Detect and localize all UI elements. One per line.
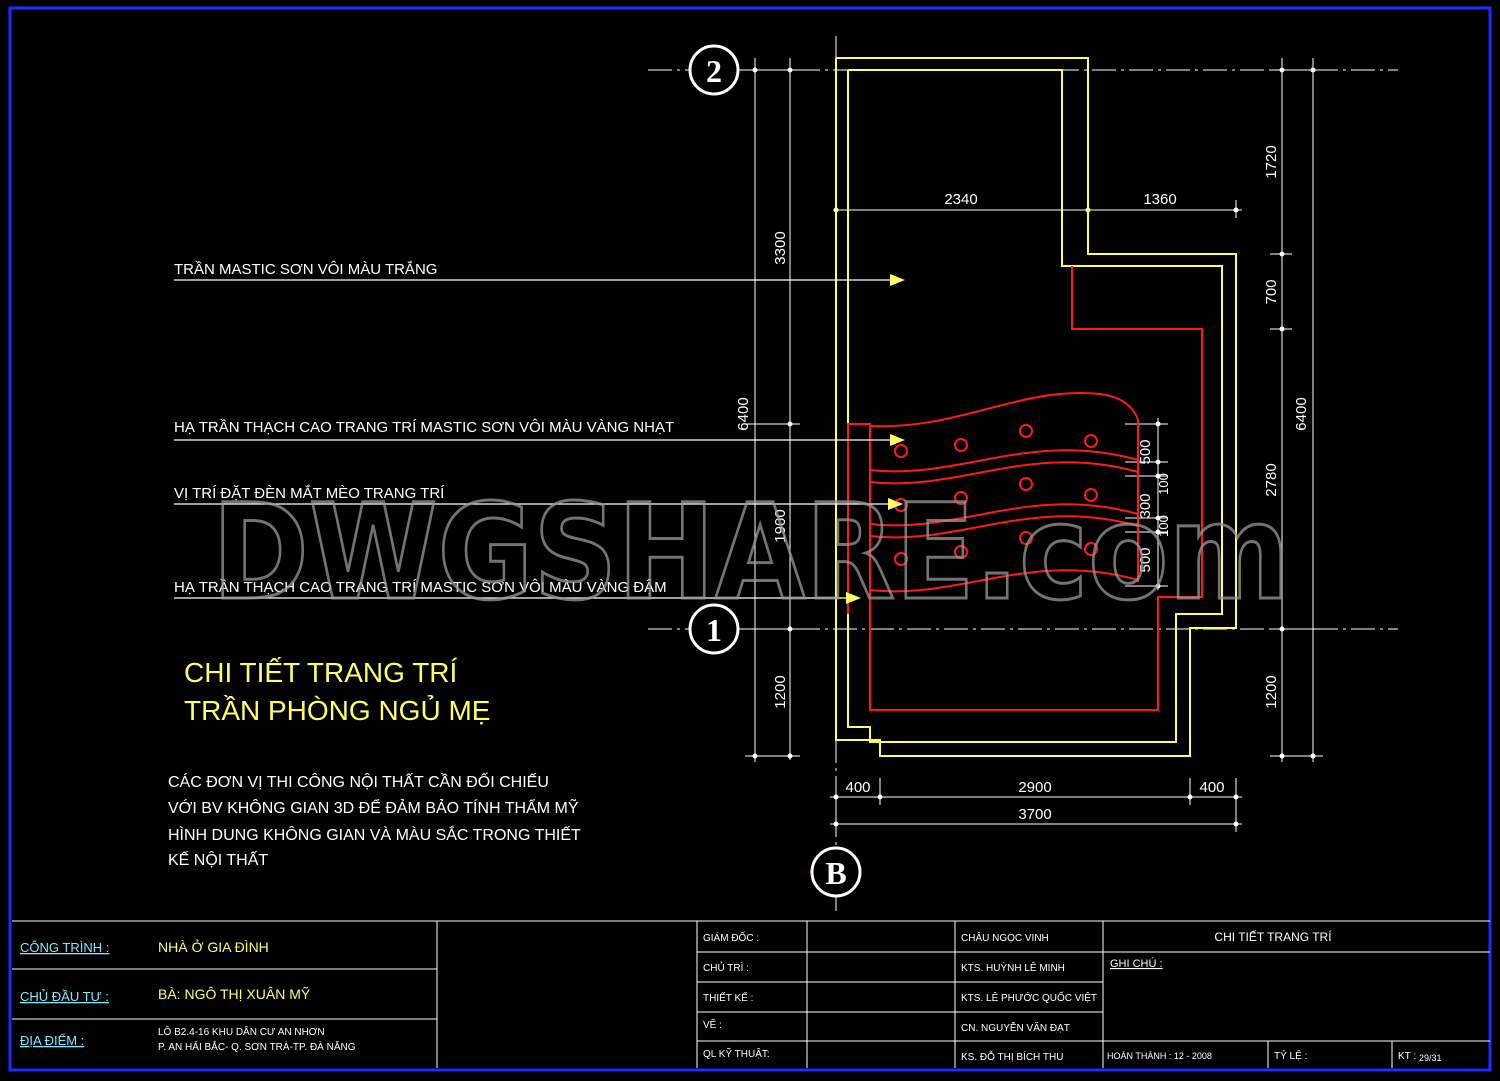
name-chu-tri: KTS. HUỲNH LÊ MINH — [961, 961, 1065, 974]
room-outline-inner — [847, 69, 1223, 743]
downlight-icon — [954, 491, 968, 505]
svg-text:B: B — [825, 855, 846, 891]
note-light-yellow-ceiling: HẠ TRẦN THẠCH CAO TRANG TRÍ MASTIC SƠN V… — [174, 419, 674, 436]
label-kt: KT : — [1398, 1051, 1416, 1062]
dim-400-left: 400 — [845, 779, 870, 796]
role-giam-doc: GIÁM ĐỐC : — [703, 930, 759, 944]
watermark: DWGSHARE.com — [212, 476, 1290, 630]
ceiling-drop-outline — [847, 266, 1203, 711]
label-dia-diem: ĐỊA ĐIỂM : — [20, 1033, 84, 1048]
dim-1200-left: 1200 — [772, 675, 789, 708]
wave-line-6 — [869, 569, 1139, 593]
name-ve: CN. NGUYỄN VĂN ĐẠT — [961, 1021, 1070, 1034]
dim-1200-right: 1200 — [1263, 675, 1280, 708]
label-hoan-thanh: HOÀN THÀNH : 12 - 2008 — [1107, 1051, 1212, 1061]
downlight-icon — [1019, 424, 1033, 438]
value-dia-diem-line-1: LÔ B2.4-16 KHU DÂN CƯ AN NHƠN — [158, 1025, 325, 1038]
dim-2780: 2780 — [1263, 463, 1280, 496]
label-ghi-chu: GHI CHÚ : — [1110, 957, 1163, 970]
ceiling-plan: 2 1 B 2340 1360 400 2900 400 3700 3300 6… — [174, 36, 1398, 912]
wave-line-2 — [869, 449, 1139, 473]
dim-2340: 2340 — [944, 191, 977, 208]
remark-line-1: CÁC ĐƠN VỊ THI CÔNG NỘI THẤT CẦN ĐỐI CHI… — [168, 771, 549, 791]
dim-1720: 1720 — [1263, 145, 1280, 178]
wave-line-4 — [869, 503, 1139, 527]
note-downlight-position: VỊ TRÍ ĐẶT ĐÈN MẮT MÈO TRANG TRÍ — [174, 484, 445, 502]
note-dark-yellow-ceiling: HẠ TRẦN THẠCH CAO TRANG TRÍ MASTIC SƠN V… — [174, 579, 667, 596]
downlight-icon — [1084, 434, 1098, 448]
title-block — [12, 920, 1490, 1068]
dim-500-bottom: 500 — [1137, 547, 1154, 572]
downlight-icon — [954, 438, 968, 452]
dim-6400-right: 6400 — [1293, 397, 1310, 430]
leader-arrow-icon — [890, 274, 905, 286]
dim-700: 700 — [1263, 279, 1280, 304]
downlight-icon — [1019, 477, 1033, 491]
label-ty-le: TỶ LỆ : — [1274, 1049, 1307, 1062]
dim-100-bottom: 100 — [1156, 515, 1171, 537]
dim-3300: 3300 — [772, 231, 789, 264]
name-giam-doc: CHÂU NGỌC VINH — [961, 931, 1049, 944]
axis-bubble-b: B — [810, 846, 862, 898]
downlight-icon — [894, 444, 908, 458]
drawing-title-line-1: CHI TIẾT TRANG TRÍ — [184, 657, 458, 688]
role-chu-tri: CHỦ TRÌ : — [703, 961, 749, 974]
dim-400-right: 400 — [1199, 779, 1224, 796]
wave-line-3 — [869, 461, 1139, 485]
downlight-icon — [894, 552, 908, 566]
wave-line-5 — [869, 515, 1139, 539]
value-kt: 29/31 — [1419, 1053, 1442, 1063]
leader-arrow-icon — [846, 592, 861, 604]
remark-line-3: HÌNH DUNG KHÔNG GIAN VÀ MÀU SẮC TRONG TH… — [168, 825, 581, 844]
downlights — [894, 424, 1098, 566]
downlight-icon — [954, 545, 968, 559]
label-chu-dau-tu: CHỦ ĐẦU TƯ : — [20, 989, 109, 1004]
sheet-drawing-title: CHI TIẾT TRANG TRÍ — [1214, 929, 1332, 944]
downlight-icon — [1084, 542, 1098, 556]
sheet-border — [8, 6, 1492, 1072]
note-white-ceiling: TRẦN MASTIC SƠN VÔI MÀU TRẮNG — [174, 260, 437, 278]
value-chu-dau-tu: BÀ: NGÔ THỊ XUÂN MỸ — [158, 986, 311, 1002]
leader-arrow-icon — [888, 498, 903, 510]
svg-text:2: 2 — [706, 53, 722, 89]
dim-100-top: 100 — [1156, 473, 1171, 495]
leader-arrow-icon — [890, 434, 905, 446]
downlight-icon — [1019, 531, 1033, 545]
value-cong-trinh: NHÀ Ở GIA ĐÌNH — [158, 938, 269, 955]
drawing-title-line-2: TRẦN PHÒNG NGỦ MẸ — [184, 694, 490, 726]
dim-6400-left: 6400 — [735, 397, 752, 430]
role-thiet-ke: THIẾT KẾ : — [703, 991, 753, 1004]
label-cong-trinh: CÔNG TRÌNH : — [20, 940, 109, 955]
downlight-icon — [1084, 488, 1098, 502]
dim-300: 300 — [1137, 493, 1154, 518]
wave-line-1 — [869, 392, 1139, 428]
name-ql-ky-thuat: KS. ĐỖ THỊ BÍCH THU — [961, 1050, 1063, 1063]
dim-3700: 3700 — [1018, 806, 1051, 823]
axis-bubble-1: 1 — [688, 603, 740, 655]
remark-line-2: VỚI BV KHÔNG GIAN 3D ĐỂ ĐẢM BẢO TÍNH THẨ… — [168, 797, 579, 817]
role-ve: VẼ : — [703, 1018, 722, 1031]
dim-500-top: 500 — [1137, 439, 1154, 464]
name-thiet-ke: KTS. LÊ PHƯỚC QUỐC VIỆT — [961, 990, 1097, 1004]
dim-2900: 2900 — [1018, 779, 1051, 796]
room-outline-outer — [835, 57, 1237, 757]
svg-text:1: 1 — [706, 612, 722, 648]
role-ql-ky-thuat: QL KỸ THUẬT: — [703, 1047, 770, 1060]
axis-bubble-2: 2 — [688, 44, 740, 96]
remark-line-4: KẾ NỘI THẤT — [168, 850, 268, 869]
dim-1900: 1900 — [772, 509, 789, 542]
value-dia-diem-line-2: P. AN HẢI BẮC- Q. SƠN TRÀ-TP. ĐÀ NẴNG — [158, 1040, 356, 1053]
dim-1360: 1360 — [1143, 191, 1176, 208]
